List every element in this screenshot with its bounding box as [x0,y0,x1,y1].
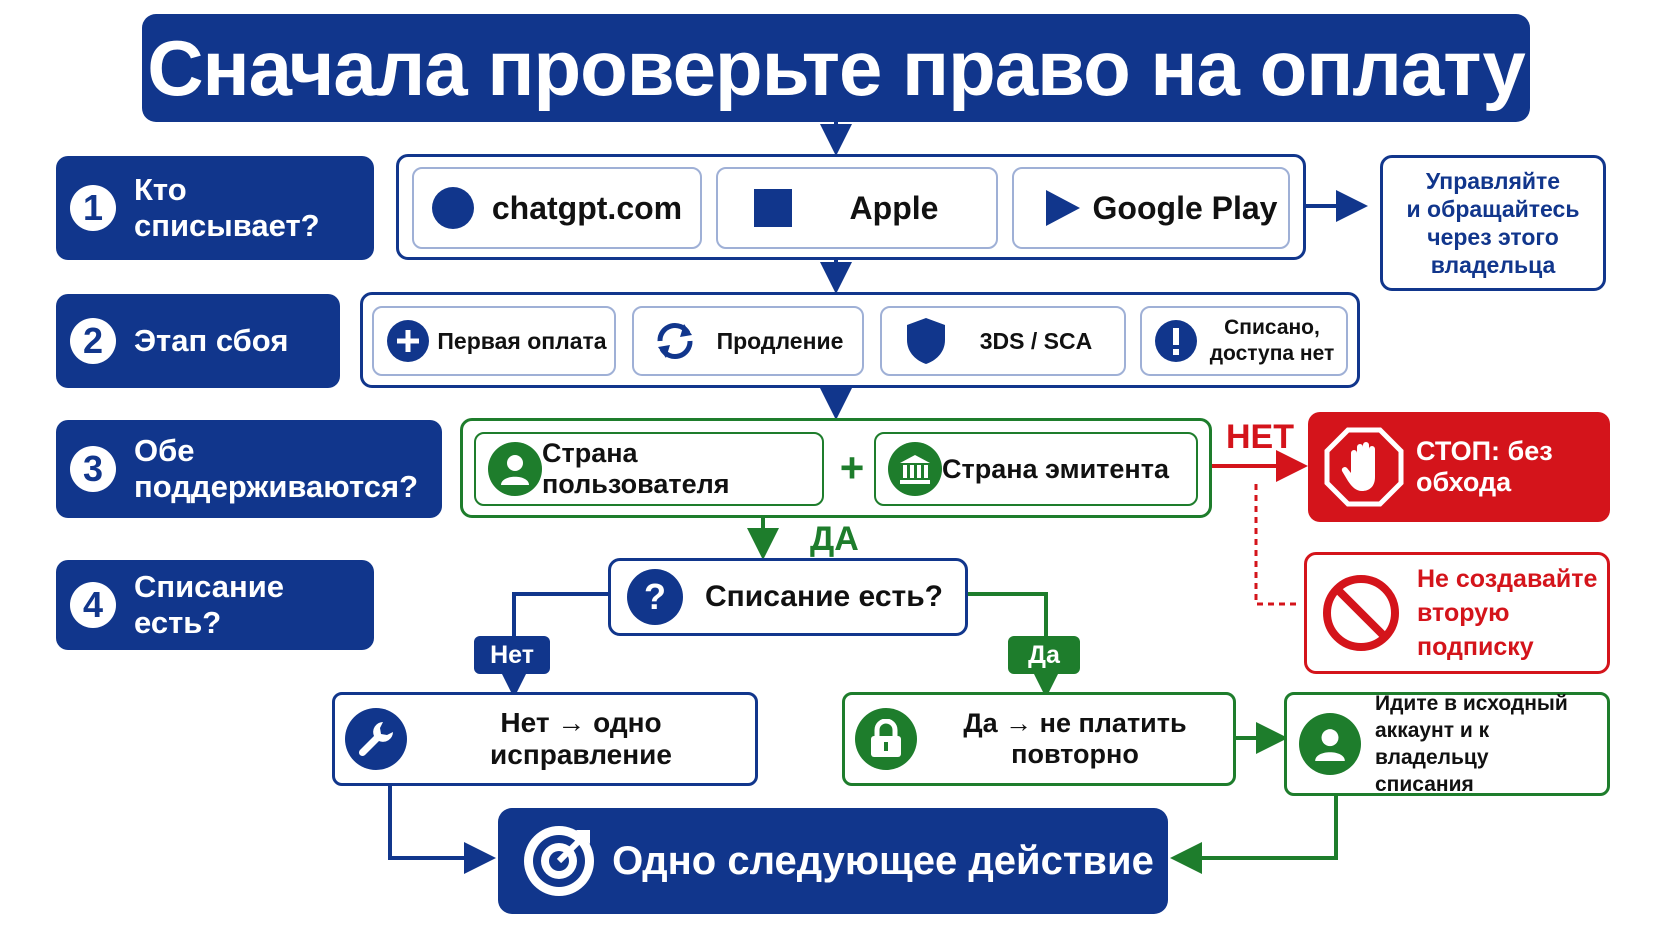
no-tag: Нет [474,636,550,674]
play-icon [1046,190,1080,226]
chip-3ds: 3DS / SCA [880,306,1126,376]
refresh-icon [657,322,693,360]
exclamation-icon [1155,320,1197,362]
user-icon [1299,713,1361,775]
chip-first-payment: Первая оплата [372,306,616,376]
shield-icon [907,318,945,364]
step-text: Кто списывает? [134,172,320,243]
chip-apple: Apple [716,167,998,249]
wrench-icon [345,708,407,770]
step-text: Списание есть? [134,569,285,640]
chip-chatgpt: chatgpt.com [412,167,702,249]
chip-google-play: Google Play [1012,167,1290,249]
step-2-label: 2 Этап сбоя [56,294,340,388]
charge-question-box: ? Списание есть? [608,558,968,636]
chip-user-country: Страна пользователя [474,432,824,506]
next-action-box: Одно следующее действие [498,808,1168,914]
step-text: Этап сбоя [134,323,289,358]
stop-hand-icon [1324,427,1404,507]
user-icon [488,442,542,496]
circle-icon [432,187,474,229]
yes-label: ДА [810,520,859,558]
question-icon: ? [627,569,683,625]
plus-sign: + [839,444,865,491]
yes-tag: Да [1008,636,1080,674]
square-icon [754,189,792,227]
no-result-box: Нет → одно исправление [332,692,758,786]
page-title: Сначала проверьте право на оплату [142,14,1530,122]
no-second-subscription-box: Не создавайте вторую подписку [1304,552,1610,674]
step-number: 3 [70,446,116,492]
step-3-label: 3 Обе поддерживаются? [56,420,442,518]
target-icon [524,826,594,896]
go-to-owner-box: Идите в исходный аккаунт и к владельцу с… [1284,692,1610,796]
owner-note: Управляйте и обращайтесь через этого вла… [1380,155,1606,291]
step-1-label: 1 Кто списывает? [56,156,374,260]
chip-charged-no-access: Списано, доступа нет [1140,306,1348,376]
chip-renewal: Продление [632,306,864,376]
step-4-label: 4 Списание есть? [56,560,374,650]
chip-issuer-country: Страна эмитента [874,432,1198,506]
yes-result-box: Да → не платить повторно [842,692,1236,786]
step-number: 1 [70,185,116,231]
plus-circle-icon [387,320,429,362]
bank-icon [888,442,942,496]
step-number: 4 [70,582,116,628]
step-number: 2 [70,318,116,364]
prohibited-icon [1323,575,1399,651]
lock-icon [855,708,917,770]
stop-box: СТОП: без обхода [1308,412,1610,522]
step-text: Обе поддерживаются? [134,433,419,504]
no-label: НЕТ [1226,418,1294,456]
